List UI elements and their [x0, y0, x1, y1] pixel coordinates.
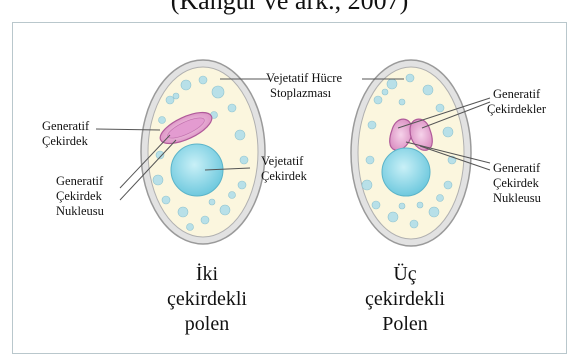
- caption-left-line-2: çekirdekli: [167, 288, 247, 310]
- pollen-captions: İki çekirdekli polen Üç çekirdekli Polen: [167, 262, 445, 335]
- label-right-generative-nucleolus-2: Çekirdek: [493, 176, 540, 190]
- caption-right-line-1: Üç: [393, 262, 416, 285]
- label-vegetative-cytoplasm-1: Vejetatif Hücre: [266, 71, 342, 85]
- label-vegetative-nucleus-2: Çekirdek: [261, 169, 308, 183]
- label-vegetative-nucleus-1: Vejetatif: [261, 154, 304, 168]
- label-left-generative-nucleus-2: Çekirdek: [42, 134, 89, 148]
- caption-left-line-1: İki: [196, 262, 219, 285]
- label-left-generative-nucleolus-3: Nukleusu: [56, 204, 105, 218]
- left-pollen-cell: [141, 60, 265, 244]
- label-right-generative-nucleolus-3: Nukleusu: [493, 191, 542, 205]
- label-right-generative-nucleolus-1: Generatif: [493, 161, 541, 175]
- label-right-generative-nuclei-1: Generatif: [493, 87, 541, 101]
- caption-right-line-3: Polen: [382, 313, 428, 335]
- caption-right-line-2: çekirdekli: [365, 288, 445, 310]
- caption-left-line-3: polen: [185, 313, 229, 335]
- right-vegetative-nucleus: [382, 148, 430, 196]
- label-right-generative-nuclei-2: Çekirdekler: [487, 102, 547, 116]
- right-pollen-cell: [351, 60, 471, 246]
- label-left-generative-nucleolus-1: Generatif: [56, 174, 104, 188]
- label-left-generative-nucleolus-2: Çekirdek: [56, 189, 103, 203]
- label-left-generative-nucleus-1: Generatif: [42, 119, 90, 133]
- label-vegetative-cytoplasm-2: Stoplazması: [270, 86, 332, 100]
